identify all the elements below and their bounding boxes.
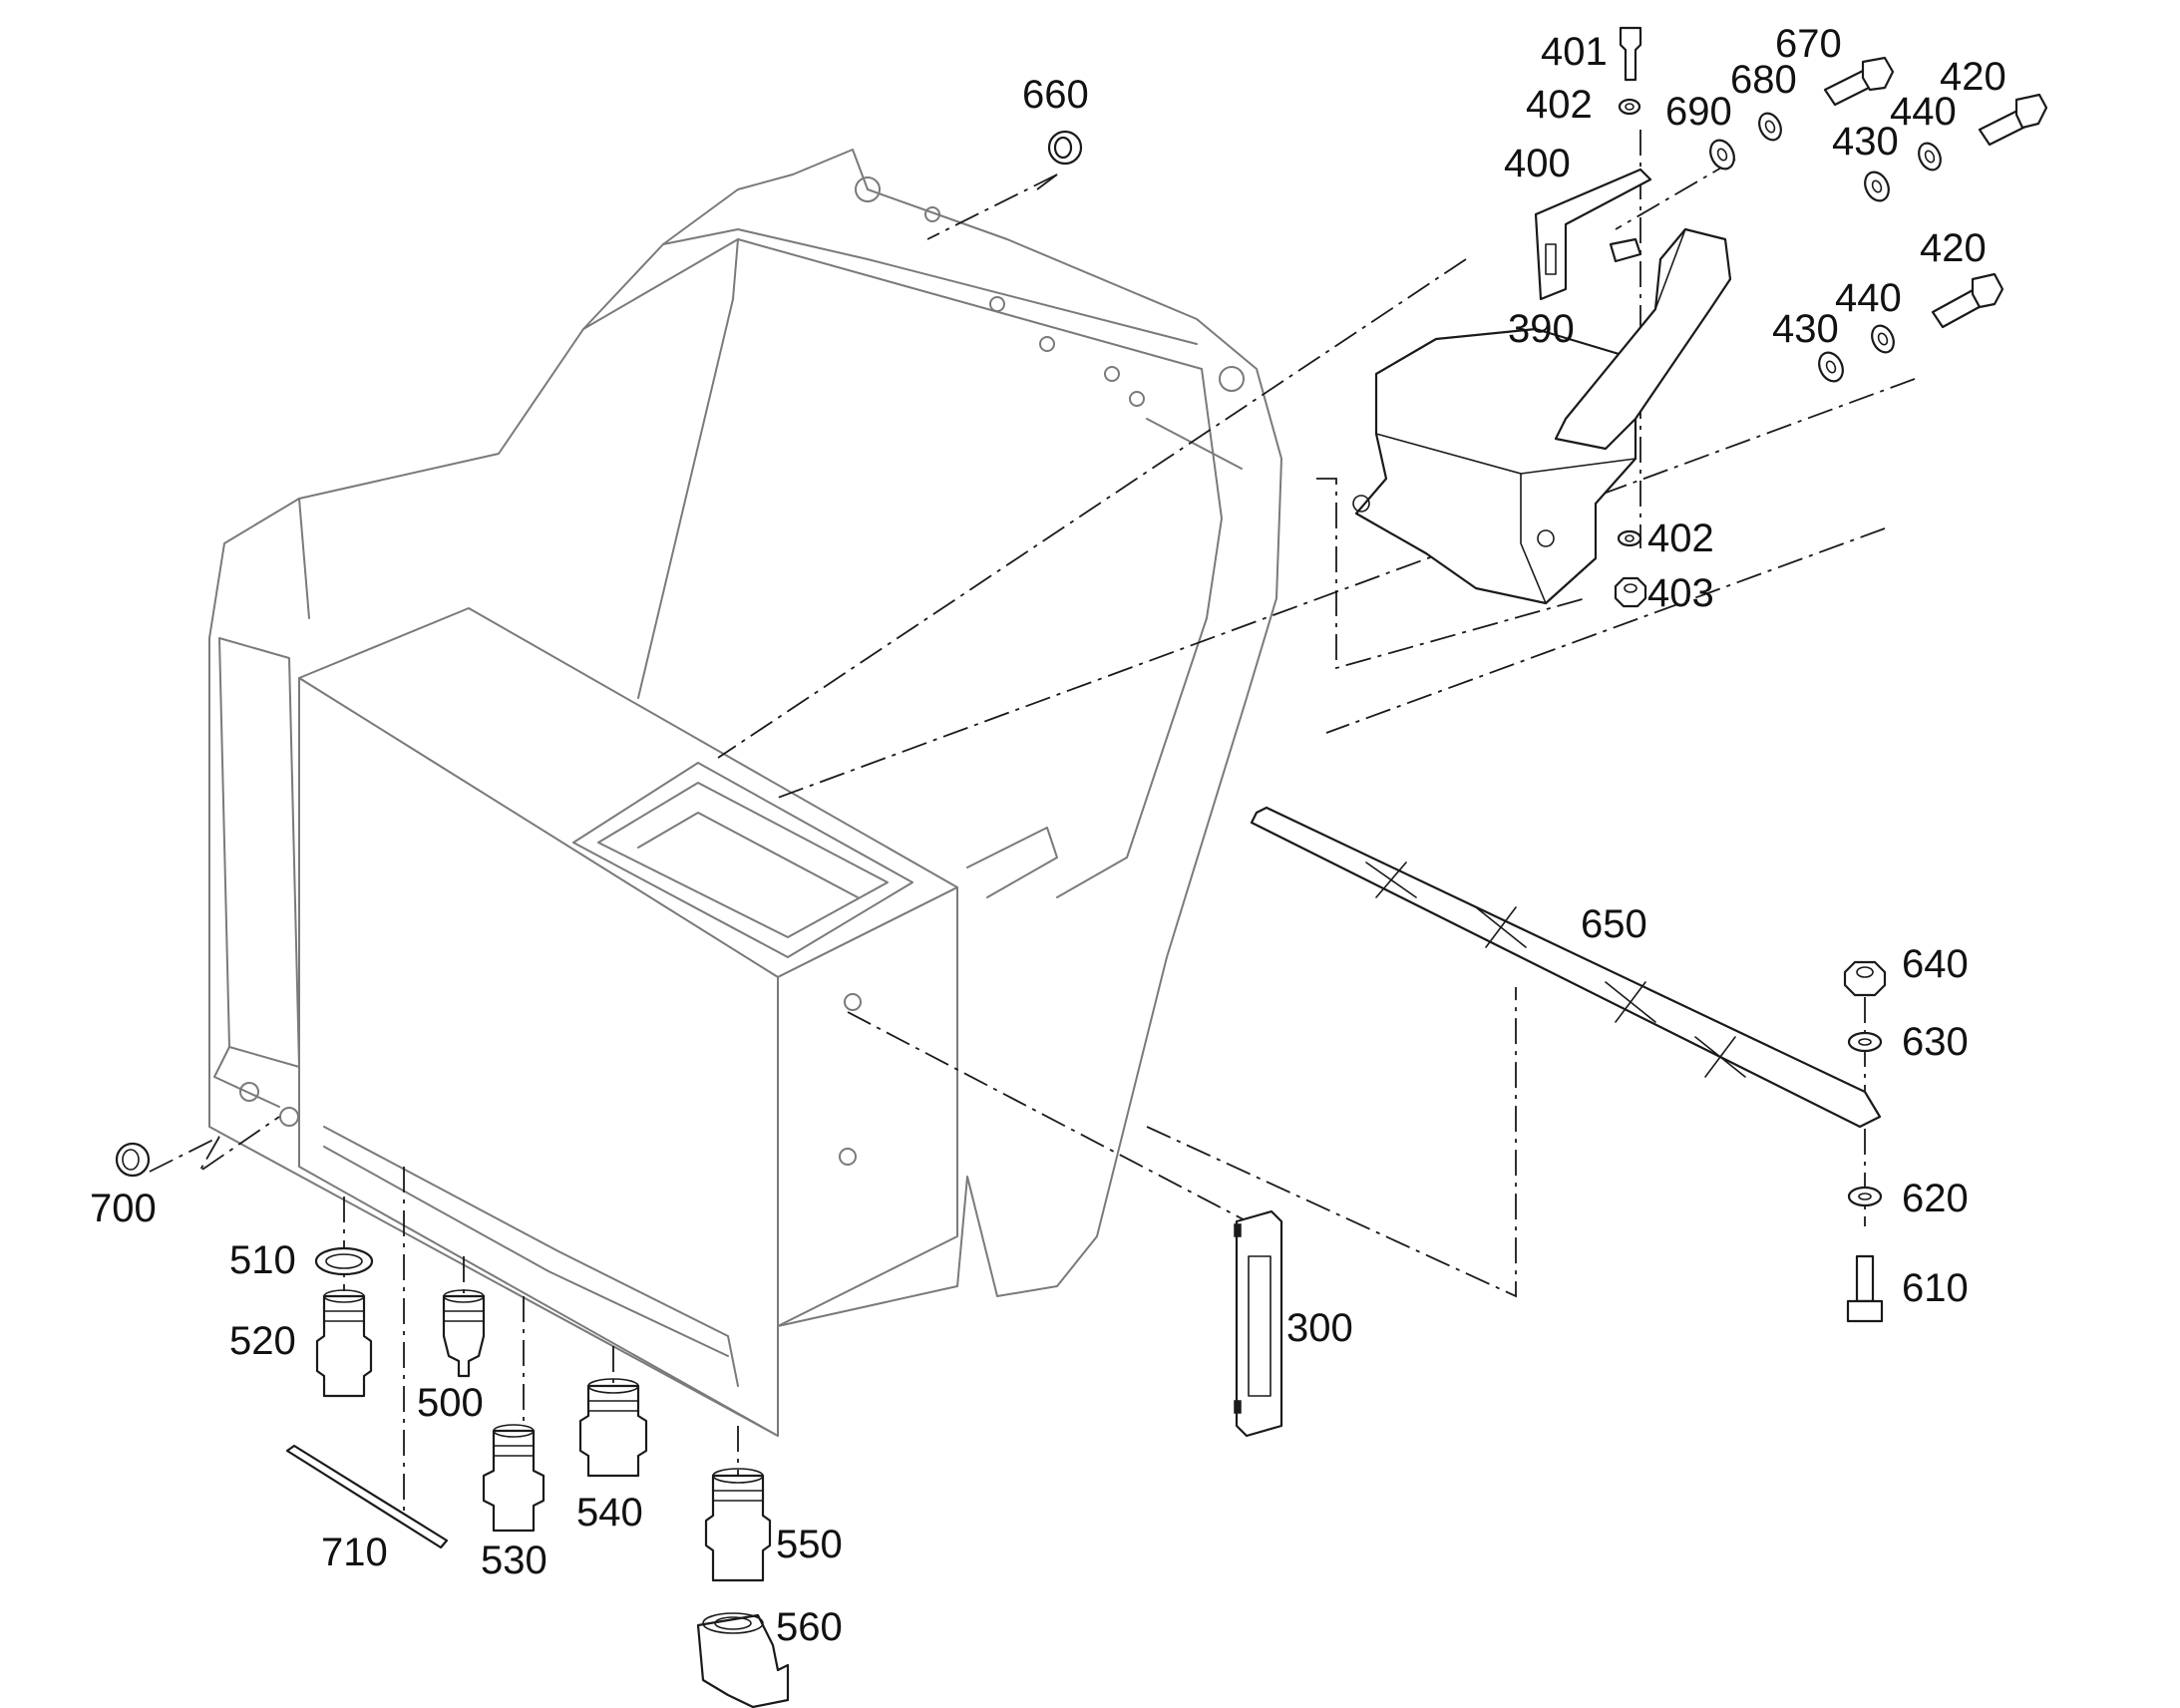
- callout-402-top: 402: [1526, 83, 1593, 127]
- callout-540: 540: [576, 1491, 643, 1535]
- part-520-fitting: [315, 1289, 373, 1398]
- part-401-bolt: [1619, 26, 1642, 82]
- assembly-lines: [149, 130, 1916, 1516]
- callout-510: 510: [229, 1238, 296, 1282]
- part-700-grommet: [115, 1142, 151, 1178]
- part-440-washer-top: [1918, 142, 1942, 171]
- callout-550: 550: [776, 1523, 843, 1566]
- callout-labels: 660 401 670 420 402 680 690 440 430 400 …: [90, 22, 2006, 1649]
- part-530-fitting: [482, 1424, 545, 1533]
- part-670-bolt: [1823, 56, 1895, 107]
- callout-400: 400: [1504, 142, 1571, 185]
- part-710-strip: [285, 1444, 449, 1549]
- callout-610: 610: [1902, 1266, 1969, 1310]
- callout-300: 300: [1286, 1306, 1353, 1350]
- callout-430-top: 430: [1832, 120, 1899, 164]
- part-440-washer-bottom: [1871, 324, 1895, 354]
- callout-680: 680: [1730, 58, 1797, 102]
- part-510-seal: [314, 1246, 374, 1276]
- callout-530: 530: [481, 1538, 547, 1582]
- part-402-washer-top: [1618, 98, 1641, 116]
- part-650-plate: [1250, 806, 1882, 1129]
- part-430-washer-top: [1864, 171, 1890, 202]
- part-420-bolt-top: [1978, 93, 2048, 147]
- part-540-fitting: [578, 1378, 648, 1478]
- part-660-grommet: [1047, 130, 1083, 166]
- callout-420-top: 420: [1940, 55, 2006, 99]
- callout-690: 690: [1665, 90, 1732, 134]
- callout-650: 650: [1581, 902, 1647, 946]
- callout-640: 640: [1902, 942, 1969, 986]
- callout-630: 630: [1902, 1020, 1969, 1064]
- callout-401: 401: [1541, 30, 1608, 74]
- callout-390: 390: [1508, 307, 1575, 351]
- callout-440-bottom: 440: [1835, 276, 1902, 320]
- part-640-nut: [1843, 960, 1887, 997]
- callout-420-bottom: 420: [1920, 226, 1987, 270]
- callout-560: 560: [776, 1605, 843, 1649]
- callout-670: 670: [1775, 22, 1842, 66]
- part-560-elbow: [696, 1612, 790, 1708]
- callout-402-bottom: 402: [1647, 516, 1714, 560]
- part-402-washer-bottom: [1617, 529, 1642, 547]
- part-690-washer: [1709, 139, 1735, 171]
- part-630-washer: [1847, 1031, 1883, 1053]
- part-500-sensor: [442, 1289, 486, 1378]
- callout-430-bottom: 430: [1772, 307, 1839, 351]
- callout-620: 620: [1902, 1177, 1969, 1220]
- part-680-washer: [1758, 112, 1782, 142]
- callout-700: 700: [90, 1187, 157, 1230]
- callout-710: 710: [321, 1531, 388, 1574]
- main-frame-tank: [208, 149, 1282, 1437]
- part-420-bolt-bottom: [1931, 272, 2004, 329]
- part-550-fitting: [704, 1468, 772, 1582]
- part-300-sight-glass: [1234, 1209, 1283, 1438]
- callout-520: 520: [229, 1319, 296, 1363]
- callout-660: 660: [1022, 73, 1089, 117]
- part-390-reservoir: [1352, 227, 1732, 605]
- part-400-bracket: [1534, 168, 1652, 301]
- part-610-bolt: [1846, 1254, 1884, 1323]
- callout-440-top: 440: [1890, 90, 1957, 134]
- part-620-washer: [1847, 1186, 1883, 1207]
- part-403-nut: [1614, 576, 1647, 608]
- part-430-washer-bottom: [1818, 351, 1844, 383]
- callout-403: 403: [1647, 571, 1714, 615]
- callout-500: 500: [417, 1381, 484, 1425]
